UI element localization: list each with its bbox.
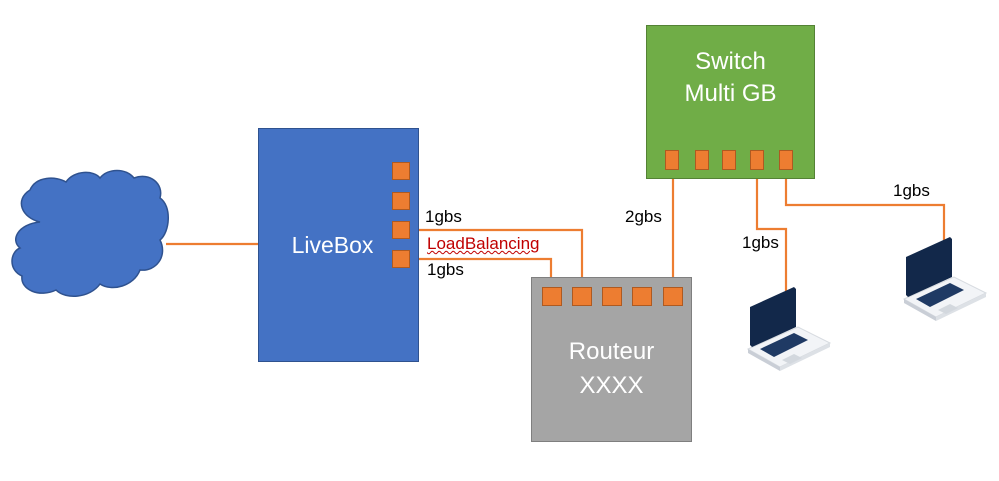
link-label-livebox-router-b: 1gbs (427, 260, 464, 279)
switch-port-2 (695, 150, 709, 170)
cloud-icon (11, 169, 169, 297)
switch-label-line1: Switch (695, 48, 766, 75)
livebox-port-4 (392, 250, 410, 268)
link-switch-laptop-2 (784, 169, 946, 241)
link-label-switch-laptop-2: 1gbs (893, 181, 930, 200)
link-label-livebox-router-a: 1gbs (425, 207, 462, 226)
laptop-icon (746, 287, 832, 371)
laptop-icon (902, 237, 988, 321)
switch-port-5 (779, 150, 793, 170)
switch-port-1 (665, 150, 679, 170)
switch-port-3 (722, 150, 736, 170)
router-port-1 (542, 287, 562, 306)
link-label-router-switch: 2gbs (625, 207, 662, 226)
load-balancing-label: LoadBalancing (427, 234, 540, 253)
livebox-port-2 (392, 192, 410, 210)
switch-label-line2: Multi GB (684, 80, 777, 107)
router-port-5 (663, 287, 683, 306)
router-label-line1: Routeur (568, 337, 655, 365)
router-port-2 (572, 287, 592, 306)
switch-port-4 (750, 150, 764, 170)
link-switch-laptop-1 (755, 169, 788, 291)
router-port-4 (632, 287, 652, 306)
livebox-port-3 (392, 221, 410, 239)
livebox-port-1 (392, 162, 410, 180)
router-label-line2: XXXX (579, 371, 644, 399)
router-port-3 (602, 287, 622, 306)
link-label-switch-laptop-1: 1gbs (742, 233, 779, 252)
link-livebox-router-a (410, 228, 584, 288)
livebox-label: LiveBox (291, 231, 374, 258)
